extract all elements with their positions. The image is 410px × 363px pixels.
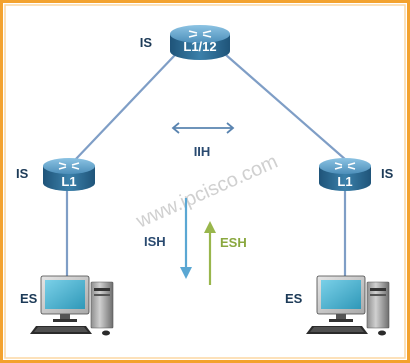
router-arrows-icon: [188, 30, 212, 38]
end-system-right: [306, 275, 390, 336]
watermark: www.ipcisco.com: [132, 151, 281, 233]
router-left-tag: IS: [16, 166, 29, 181]
ish-label: ISH: [144, 234, 166, 249]
link-top-right: [225, 54, 347, 161]
esh-arrow: [204, 221, 216, 285]
router-arrows-icon: [58, 162, 80, 170]
link-top-left: [74, 54, 176, 161]
router-top: [170, 25, 230, 60]
es-right-tag: ES: [285, 291, 303, 306]
end-system-left: [30, 275, 114, 336]
iih-arrow: [171, 122, 235, 134]
link-lines: [65, 54, 347, 276]
inner-frame: [4, 4, 406, 359]
computer-icon: [30, 275, 114, 336]
router-right-tag: IS: [381, 166, 394, 181]
router-left-name: L1: [61, 174, 76, 189]
es-left-tag: ES: [20, 291, 38, 306]
ish-arrow: [180, 198, 192, 279]
router-right-name: L1: [337, 174, 352, 189]
iih-label: IIH: [194, 144, 211, 159]
router-left: [43, 158, 95, 191]
esh-label: ESH: [220, 235, 247, 250]
router-right: [319, 158, 371, 191]
router-top-tag: IS: [140, 35, 153, 50]
router-top-name: L1/12: [183, 39, 216, 54]
router-arrows-icon: [334, 162, 356, 170]
computer-icon: [306, 275, 390, 336]
